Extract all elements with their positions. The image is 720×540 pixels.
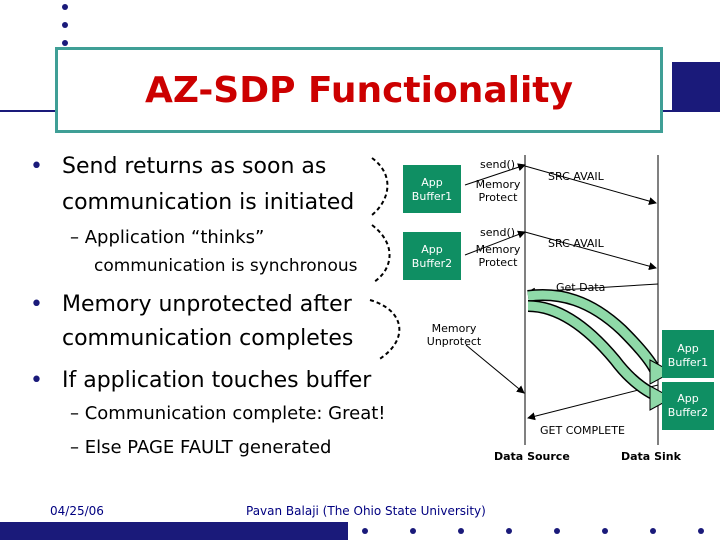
sink-app-buffer2-label: App Buffer2 [662, 392, 714, 420]
memory-protect-label-1: Memory Protect [470, 178, 526, 204]
app-buffer1-label: App Buffer1 [403, 176, 461, 204]
dashed-connector [372, 225, 390, 282]
footer-author: Pavan Balaji (The Ohio State University) [246, 504, 486, 518]
decorative-dot [506, 528, 512, 534]
decorative-dot [650, 528, 656, 534]
decorative-dot [602, 528, 608, 534]
decorative-dot [554, 528, 560, 534]
get-data-label: Get Data [556, 281, 605, 294]
send-label-1: send() [480, 158, 515, 171]
get-complete-label: GET COMPLETE [540, 424, 625, 437]
bottom-bar [0, 522, 348, 540]
memory-unprotect-label: Memory Unprotect [420, 322, 488, 348]
decorative-dot [698, 528, 704, 534]
dashed-connector [372, 158, 387, 215]
decorative-dot [458, 528, 464, 534]
sink-app-buffer1-label: App Buffer1 [662, 342, 714, 370]
footer-date: 04/25/06 [50, 504, 104, 518]
memory-unprotect-arrow [466, 345, 524, 393]
send-label-2: send() [480, 226, 515, 239]
data-source-label: Data Source [494, 450, 570, 463]
src-avail-label-1: SRC AVAIL [548, 170, 604, 183]
memory-protect-label-2: Memory Protect [470, 243, 526, 269]
data-sink-label: Data Sink [621, 450, 681, 463]
app-buffer2-label: App Buffer2 [403, 243, 461, 271]
src-avail-label-2: SRC AVAIL [548, 237, 604, 250]
dashed-connector [370, 300, 399, 360]
decorative-dot [410, 528, 416, 534]
decorative-dot [362, 528, 368, 534]
